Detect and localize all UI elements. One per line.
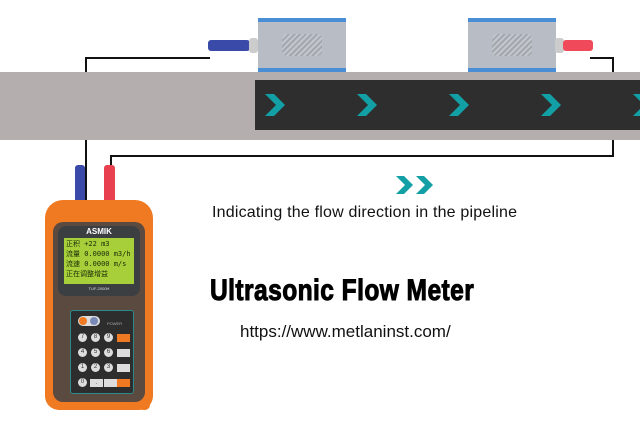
key-8[interactable]: 8 bbox=[91, 333, 100, 342]
downstream-cable-top bbox=[590, 57, 614, 59]
red-connector bbox=[563, 40, 593, 51]
key-2[interactable]: 2 bbox=[91, 363, 100, 372]
website-url[interactable]: https://www.metlaninst.com/ bbox=[240, 322, 451, 341]
power-on-icon bbox=[79, 317, 87, 325]
key-5[interactable]: 5 bbox=[91, 348, 100, 357]
down-key[interactable] bbox=[117, 364, 130, 372]
connector-nut bbox=[555, 38, 564, 53]
blue-connector bbox=[208, 40, 250, 51]
up-key[interactable] bbox=[117, 349, 130, 357]
lcd-line: 正积 +22 m3 bbox=[66, 240, 110, 248]
lcd-line: 流速 0.0000 m/s bbox=[66, 260, 127, 268]
lcd-display: 正积 +22 m3 流量 0.0000 m3/h 流速 0.0000 m/s 正… bbox=[64, 238, 134, 284]
back-key[interactable] bbox=[104, 379, 117, 387]
lcd-line: 正在调整增益 bbox=[66, 270, 108, 278]
key-1[interactable]: 1 bbox=[78, 363, 87, 372]
product-title: Ultrasonic Flow Meter bbox=[210, 274, 475, 308]
transducer-grille bbox=[282, 34, 322, 56]
key-3[interactable]: 3 bbox=[104, 363, 113, 372]
lcd-line: 流量 0.0000 m3/h bbox=[66, 250, 131, 258]
flow-band bbox=[255, 80, 640, 130]
connector-nut bbox=[249, 38, 258, 53]
flow-arrow-icon bbox=[541, 94, 561, 116]
flow-arrow-icon bbox=[357, 94, 377, 116]
flow-arrow-icon bbox=[633, 94, 640, 116]
flow-arrow-icon bbox=[265, 94, 285, 116]
key-dot[interactable]: . bbox=[90, 379, 103, 387]
upstream-cable-top bbox=[85, 57, 210, 59]
key-6[interactable]: 6 bbox=[104, 348, 113, 357]
red-probe-plug bbox=[104, 165, 115, 205]
enter-key[interactable] bbox=[117, 379, 130, 387]
power-switch[interactable] bbox=[78, 316, 100, 326]
brand-label: ASMIK bbox=[86, 227, 112, 236]
flow-arrow-icon bbox=[449, 94, 469, 116]
blue-probe-plug bbox=[75, 165, 85, 205]
upstream-transducer bbox=[258, 18, 346, 72]
key-7[interactable]: 7 bbox=[78, 333, 87, 342]
downstream-cable-bottom bbox=[110, 155, 614, 157]
model-label: TUF-2000H bbox=[88, 286, 110, 291]
transducer-grille bbox=[492, 34, 532, 56]
menu-key[interactable] bbox=[117, 334, 130, 342]
key-4[interactable]: 4 bbox=[78, 348, 87, 357]
key-0[interactable]: 0 bbox=[78, 378, 87, 387]
power-label: POWER bbox=[107, 321, 123, 326]
flow-direction-caption: Indicating the flow direction in the pip… bbox=[212, 204, 518, 221]
flow-direction-icon bbox=[396, 176, 433, 194]
lanyard-loop bbox=[138, 400, 150, 410]
keypad: POWER 7 8 9 4 5 6 1 2 3 0 . bbox=[70, 310, 134, 394]
key-9[interactable]: 9 bbox=[104, 333, 113, 342]
power-off-icon bbox=[90, 317, 98, 325]
downstream-transducer bbox=[468, 18, 556, 72]
